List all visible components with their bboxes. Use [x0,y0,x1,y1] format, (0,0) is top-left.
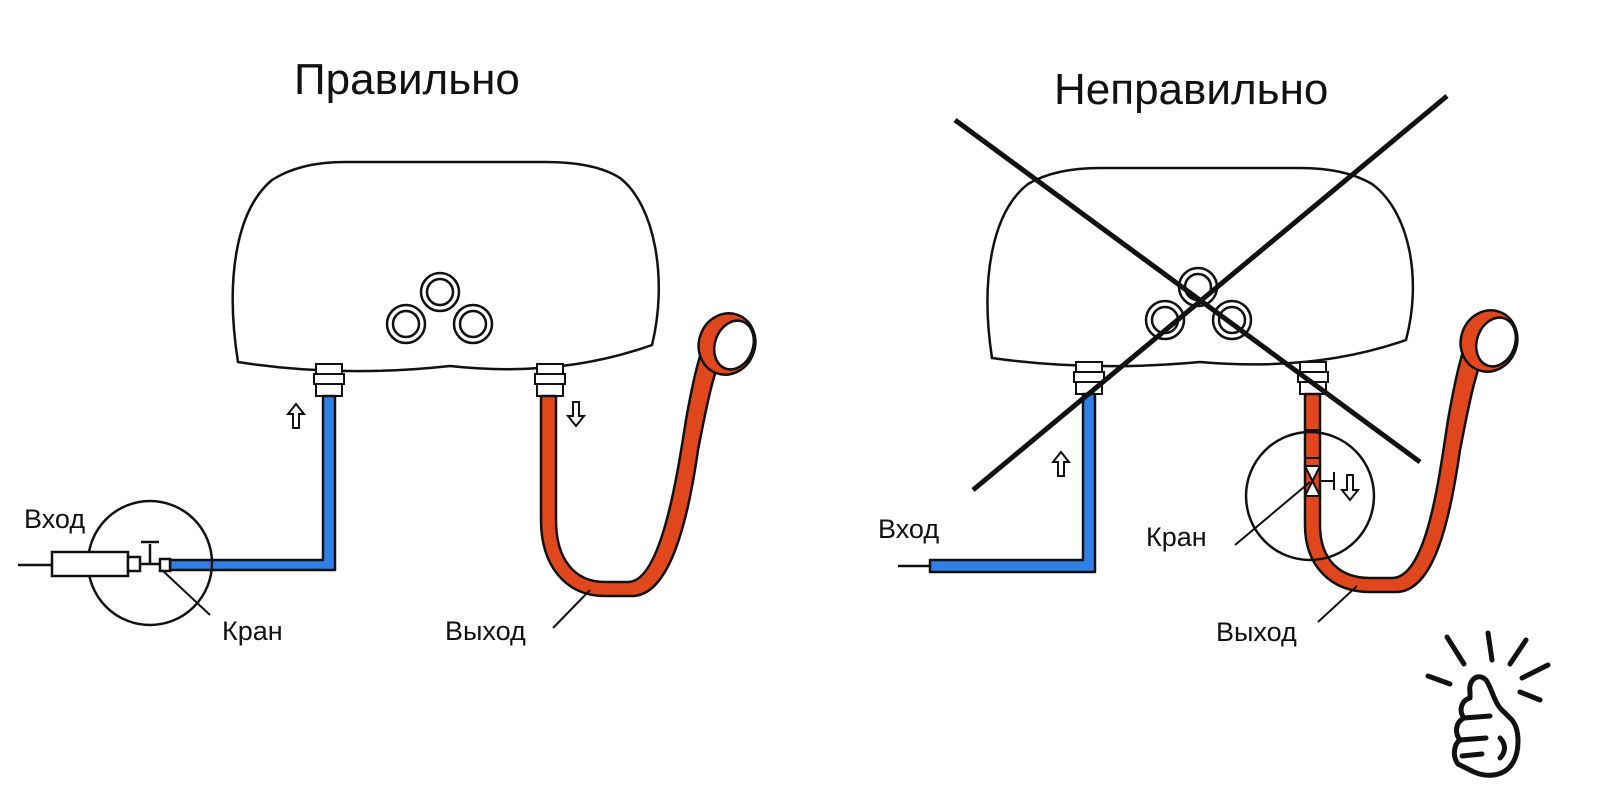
left-valve-body [158,557,172,573]
left-inlet-filter [50,550,130,578]
left-heater-body [231,160,661,373]
right-panel: Неправильно [878,65,1519,647]
thumbs-up-icon [1425,630,1551,778]
left-title: Правильно [294,55,520,104]
right-valve-zoom-circle [1244,430,1376,562]
left-inlet-coupling [126,555,142,573]
right-outlet-label: Выход [1216,617,1297,647]
left-outlet-leader [552,589,591,629]
flow-up-arrow-icon [285,402,307,429]
right-cold-pipe [928,392,1097,574]
right-valve-leader [1234,481,1311,546]
left-knobs [385,271,494,345]
left-cold-pipe [168,394,337,572]
left-panel: Правильно [18,55,757,646]
right-valve-label: Кран [1146,522,1207,552]
left-inlet-fitting [313,363,345,397]
right-outlet-leader [1317,585,1358,623]
flow-down-arrow-icon [1339,474,1361,502]
flow-down-arrow-icon [565,401,587,428]
right-inlet-fitting [1073,361,1105,395]
right-title: Неправильно [1054,65,1328,114]
left-inlet-label: Вход [24,504,85,534]
left-valve-leader [161,569,211,616]
right-shower-head [1459,309,1519,373]
right-hot-pipe [1303,318,1494,594]
left-outlet-label: Выход [445,616,526,646]
left-shower-head [697,312,757,376]
left-valve-label: Кран [222,616,283,646]
right-outlet-valve [1303,429,1335,497]
left-outlet-fitting [534,363,566,397]
cross-mark-icon [953,94,1449,492]
flow-up-arrow-icon [1050,450,1072,477]
right-inlet-label: Вход [878,514,939,544]
